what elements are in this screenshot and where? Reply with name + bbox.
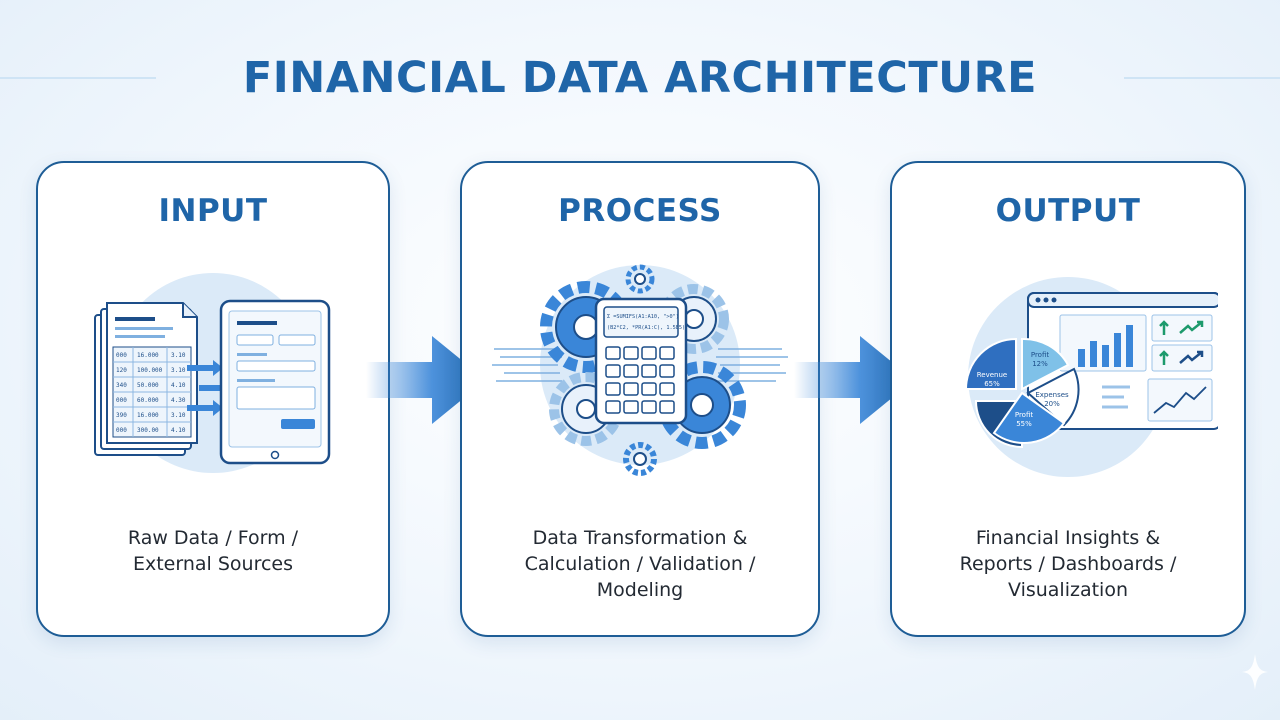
pie-value-profit: 12%: [1032, 360, 1048, 368]
calculator-display-line: Σ =SUMIFS(A1:A10, ">0"): [607, 314, 679, 320]
table-cell: 3.10: [171, 412, 186, 419]
table-cell: 390: [116, 412, 127, 419]
flow-arrow-input-to-process: [366, 336, 486, 424]
table-cell: 000: [116, 427, 127, 434]
table-cell: 16.000: [137, 352, 159, 359]
input-stage-title: INPUT: [158, 193, 268, 229]
table-cell: 60.000: [137, 397, 159, 404]
table-cell: 300.00: [137, 427, 159, 434]
output-illustration: Revenue 65% Profit 12% Expenses 20% Prof…: [892, 253, 1244, 493]
input-illustration: 000 16.000 3.10 120 100.000 3.10 340 50.…: [38, 253, 388, 493]
table-cell: 120: [116, 367, 127, 374]
table-cell: 000: [116, 352, 127, 359]
table-cell: 3.10: [171, 367, 186, 374]
pie-label-expenses: Expenses: [1035, 391, 1069, 399]
title-decoration-right: [1124, 77, 1280, 79]
output-stage-panel: OUTPUT: [890, 161, 1246, 637]
documents-to-form-icon: 000 16.000 3.10 120 100.000 3.10 340 50.…: [94, 273, 331, 473]
table-cell: 000: [116, 397, 127, 404]
pie-label-profit-lower: Profit: [1015, 411, 1034, 419]
table-cell: 4.30: [171, 397, 186, 404]
pie-value-expenses: 20%: [1044, 400, 1060, 408]
input-stage-description: Raw Data / Form / External Sources: [127, 527, 299, 575]
page-title: FINANCIAL DATA ARCHITECTURE: [242, 53, 1038, 103]
process-illustration: Σ =SUMIFS(A1:A10, ">0") (B2*C2, *PR(A1:C…: [462, 253, 818, 493]
input-stage-panel: INPUT 000 16.000: [36, 161, 390, 637]
table-cell: 16.000: [137, 412, 159, 419]
calculator-display-line: (B2*C2, *PR(A1:C), 1.5E5): [607, 325, 685, 331]
table-cell: 50.000: [137, 382, 159, 389]
pie-value-revenue: 65%: [984, 380, 1000, 388]
output-stage-description: Financial Insights & Reports / Dashboard…: [959, 527, 1177, 601]
flow-arrow-process-to-output: [794, 336, 914, 424]
title-decoration-left: [0, 77, 156, 79]
dashboard-pie-chart-icon: Revenue 65% Profit 12% Expenses 20% Prof…: [964, 277, 1218, 477]
pie-value-profit-lower: 55%: [1016, 420, 1032, 428]
table-cell: 4.10: [171, 382, 186, 389]
process-stage-description: Data Transformation & Calculation / Vali…: [524, 527, 756, 601]
pie-label-profit: Profit: [1031, 351, 1050, 359]
table-cell: 340: [116, 382, 127, 389]
output-stage-title: OUTPUT: [995, 193, 1141, 229]
process-stage-title: PROCESS: [558, 193, 722, 229]
table-cell: 100.000: [137, 367, 163, 374]
process-stage-panel: PROCESS: [460, 161, 820, 637]
sparkle-icon: [1242, 654, 1268, 690]
table-cell: 3.10: [171, 352, 186, 359]
pie-label-revenue: Revenue: [977, 371, 1008, 379]
table-cell: 4.10: [171, 427, 186, 434]
calculator-gears-icon: Σ =SUMIFS(A1:A10, ">0") (B2*C2, *PR(A1:C…: [492, 264, 788, 476]
